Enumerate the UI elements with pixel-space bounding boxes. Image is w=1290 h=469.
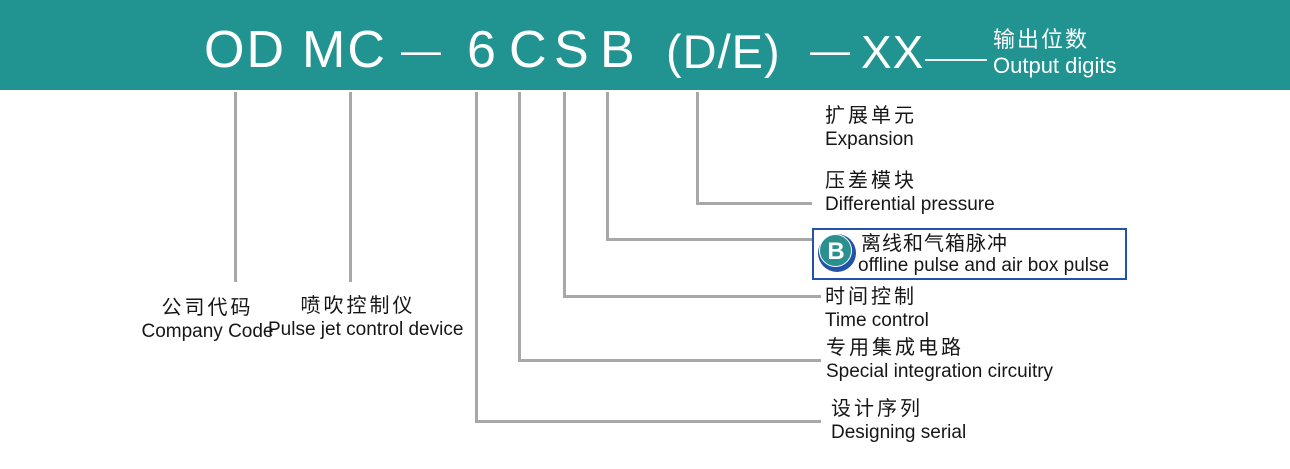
model-segment-dash2: — [810,29,850,73]
label-output-digits: 输出位数 Output digits [993,27,1117,78]
label-integration-circuitry-cn: 专用集成电路 [826,337,964,359]
label-output-digits-en: Output digits [993,53,1117,78]
connector-6-vertical [475,92,478,423]
label-time-control-en: Time control [825,310,929,331]
label-company-code: 公司代码 Company Code [130,296,285,343]
connector-c-horizontal [518,359,821,362]
model-segment-xx: XX [861,26,925,78]
model-segment-de: (D/E) [666,25,781,78]
label-differential-pressure-cn: 压差模块 [825,170,917,192]
model-segment-6: 6 [467,21,498,79]
label-time-control: 时间控制 Time control [825,285,929,332]
label-designing-serial-en: Designing serial [831,422,967,443]
label-company-code-en: Company Code [141,321,274,342]
label-designing-serial: 设计序列 Designing serial [831,397,966,444]
connector-s-vertical [563,92,566,298]
connector-de-horizontal [696,202,812,205]
model-segment-b: B [600,21,637,79]
model-segment-mc: MC [302,21,387,79]
label-pulse-jet-device: 喷吹控制仪 Pulse jet control device [268,294,464,341]
output-digits-connector-line [925,59,987,61]
connector-de-vertical [696,92,699,205]
label-expansion-en: Expansion [825,129,914,150]
label-pulse-jet-device-en: Pulse jet control device [268,319,464,340]
model-code-banner: OD MC — 6 C S B (D/E) — XX 输出位数 Output d… [0,0,1290,90]
label-expansion: 扩展单元 Expansion [825,104,917,151]
connector-s-horizontal [563,295,821,298]
b-badge-letter: B [827,238,845,265]
connector-od-vertical [234,92,237,282]
highlight-box-offline-pulse: B 离线和气箱脉冲 offline pulse and air box puls… [812,228,1127,280]
connector-6-horizontal [475,420,821,423]
b-badge-icon: B [818,234,856,272]
label-differential-pressure-en: Differential pressure [825,194,995,215]
model-segment-s: S [554,21,591,79]
model-segment-c: C [509,21,549,79]
b-badge-circle [819,234,852,267]
label-offline-pulse-en: offline pulse and air box pulse [858,255,1110,276]
label-pulse-jet-device-cn: 喷吹控制仪 [300,295,416,317]
model-segment-dash1: — [401,29,441,73]
label-integration-circuitry-en: Special integration circuitry [826,361,1054,382]
label-offline-pulse-cn: 离线和气箱脉冲 [861,233,1008,255]
label-differential-pressure: 压差模块 Differential pressure [825,169,995,216]
connector-b-vertical [606,92,609,241]
label-company-code-cn: 公司代码 [161,297,254,319]
label-time-control-cn: 时间控制 [825,286,917,308]
connector-b-horizontal [606,238,812,241]
label-designing-serial-cn: 设计序列 [831,398,923,420]
connector-mc-vertical [349,92,352,282]
label-integration-circuitry: 专用集成电路 Special integration circuitry [826,336,1053,383]
label-output-digits-cn: 输出位数 [993,27,1090,52]
connector-c-vertical [518,92,521,362]
label-expansion-cn: 扩展单元 [825,105,917,127]
model-segment-od: OD [204,21,286,79]
